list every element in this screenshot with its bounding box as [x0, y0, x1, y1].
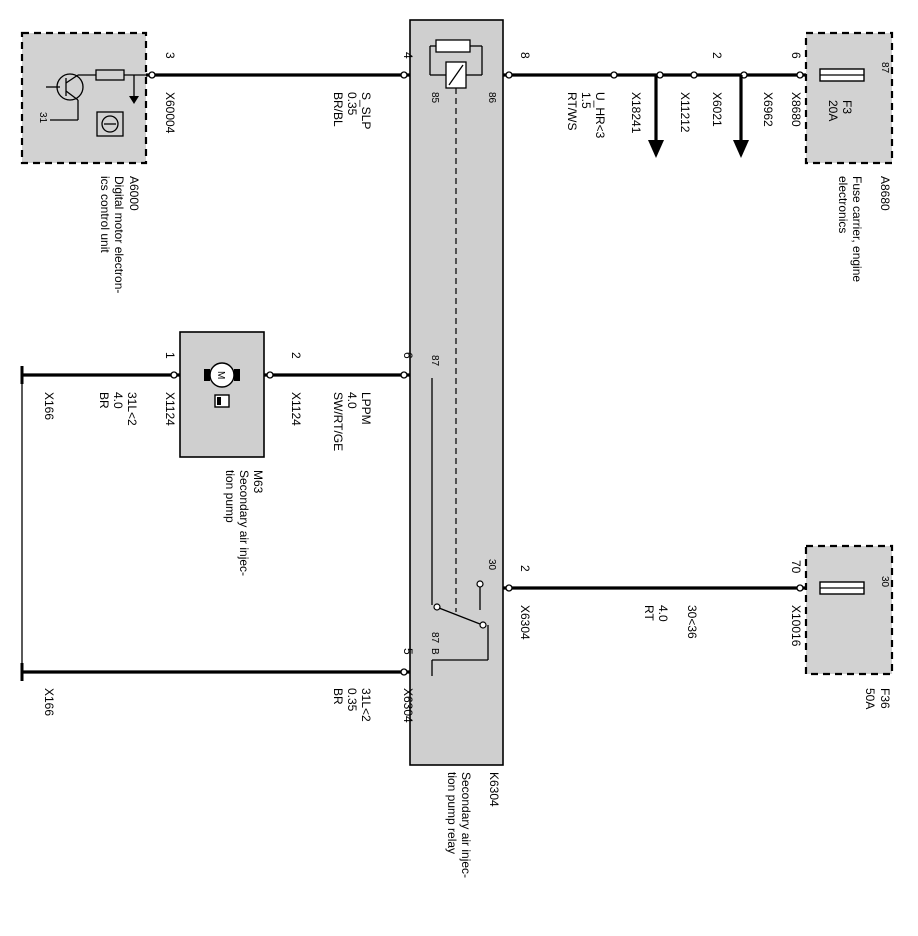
connector-label-x6021: X6021 — [710, 92, 724, 127]
module-a6000-desc-line2: ics control unit — [98, 176, 112, 253]
connector-label-x6304-b30: X6304 — [518, 605, 532, 640]
wire-size-s-slp: 0.35 — [345, 92, 359, 116]
module-m63-id: M63 — [251, 470, 265, 494]
fuse-f36-icon — [819, 581, 865, 595]
wire-gnd-pump — [20, 366, 180, 384]
branch-arrow-x11212 — [648, 140, 664, 158]
wire-color-gnd-relay: BR — [331, 688, 345, 705]
wire-color-lppm: SW/RT/GE — [331, 392, 345, 451]
relay-k6304-desc-line1: Secondary air injec- — [459, 772, 473, 878]
pin-label-x10016-70: 70 — [789, 560, 803, 574]
fuse-f3-id: F3 — [840, 100, 854, 114]
relay-pin-86: 86 — [486, 92, 497, 104]
wire-signal-u-hr: U_HR<3 — [593, 92, 607, 139]
module-m63-desc-line2: tion pump — [223, 470, 237, 523]
a6000-pin-31: 31 — [37, 112, 48, 124]
pin-label-relay-5: 5 — [401, 648, 415, 655]
wire-signal-s-slp: S_SLP — [359, 92, 373, 129]
pin-label-a6000-3: 3 — [163, 52, 177, 59]
wire-signal-b30: 30<36 — [685, 605, 699, 639]
wire-size-u-hr: 1.5 — [579, 92, 593, 109]
connector-label-x8680: X8680 — [789, 92, 803, 127]
relay-pin-87b: 87 — [429, 632, 440, 644]
wire-lppm — [264, 371, 410, 379]
wire-signal-gnd-pump: 31L<2 — [125, 392, 139, 426]
module-a8680-box — [804, 31, 894, 165]
fuse-f36-id: F36 — [878, 688, 892, 709]
wire-b30 — [503, 584, 806, 592]
wire-color-u-hr: RT/WS — [565, 92, 579, 130]
module-a8680-id: A8680 — [878, 176, 892, 211]
fuse-f36-terminal: 30 — [879, 576, 890, 588]
connector-label-x18241: X18241 — [629, 92, 643, 134]
module-a8680-desc-line1: Fuse carrier, engine — [850, 176, 864, 282]
relay-k6304-desc-line2: tion pump relay — [445, 772, 459, 854]
relay-pin-85: 85 — [429, 92, 440, 104]
wire-signal-lppm: LPPM — [359, 392, 373, 425]
module-a6000-desc-line1: Digital motor electron- — [112, 176, 126, 293]
a6000-processor-icon — [96, 111, 124, 137]
wire-s-slp — [146, 71, 410, 79]
connector-label-x166-pump: X166 — [42, 392, 56, 420]
branch-arrow-x6962 — [733, 140, 749, 158]
wire-color-b30: RT — [642, 605, 656, 621]
pump-motor-icon: M — [204, 362, 240, 408]
wire-signal-gnd-relay: 31L<2 — [359, 688, 373, 722]
wire-u-hr — [503, 71, 806, 158]
relay-pin-30: 30 — [486, 559, 497, 571]
fuse-f3-icon — [819, 68, 865, 82]
pin-label-pump-2: 2 — [289, 352, 303, 359]
pin-label-x6021-2: 2 — [710, 52, 724, 59]
wire-size-gnd-relay: 0.35 — [345, 688, 359, 712]
fuse-f3-rating: 20A — [826, 100, 840, 121]
a6000-transistor-symbol — [46, 69, 146, 121]
wire-color-s-slp: BR/BL — [331, 92, 345, 127]
wire-size-lppm: 4.0 — [345, 392, 359, 409]
relay-switch-contacts — [431, 378, 489, 676]
wire-size-b30: 4.0 — [656, 605, 670, 622]
connector-label-x1124-lppm: X1124 — [289, 392, 303, 426]
connector-label-x11212: X11212 — [678, 92, 692, 133]
connector-label-x6962: X6962 — [761, 92, 775, 127]
pin-label-relay-8: 8 — [518, 52, 532, 59]
fuse-f3-terminal: 87 — [879, 62, 890, 74]
module-a8680-desc-line2: electronics — [836, 176, 850, 233]
module-a6000-id: A6000 — [127, 176, 141, 211]
pin-label-pump-1: 1 — [163, 352, 177, 359]
wire-gnd-relay — [20, 663, 410, 681]
connector-label-x10016: X10016 — [789, 605, 803, 647]
relay-pin-87: 87 — [429, 355, 440, 367]
relay-coil-symbol — [429, 39, 483, 89]
module-f36-box — [804, 544, 894, 676]
relay-pin-87b-sub: B — [429, 648, 440, 655]
pin-label-relay-6: 6 — [401, 352, 415, 359]
wire-size-gnd-pump: 4.0 — [111, 392, 125, 409]
pin-label-x8680-6: 6 — [789, 52, 803, 59]
pin-label-relay-2: 2 — [518, 565, 532, 572]
module-a6000-box — [20, 31, 148, 165]
module-m63-desc-line1: Secondary air injec- — [237, 470, 251, 576]
connector-label-x166-relay: X166 — [42, 688, 56, 716]
connector-label-x1124-gnd: X1124 — [163, 392, 177, 426]
relay-k6304-id: K6304 — [487, 772, 501, 807]
wire-color-gnd-pump: BR — [97, 392, 111, 409]
fuse-f36-rating: 50A — [863, 688, 877, 709]
svg-text:M: M — [215, 371, 226, 379]
connector-label-x60004: X60004 — [163, 92, 177, 134]
pin-label-relay-4: 4 — [401, 52, 415, 59]
connector-label-x6304-gnd: X6304 — [401, 688, 415, 723]
